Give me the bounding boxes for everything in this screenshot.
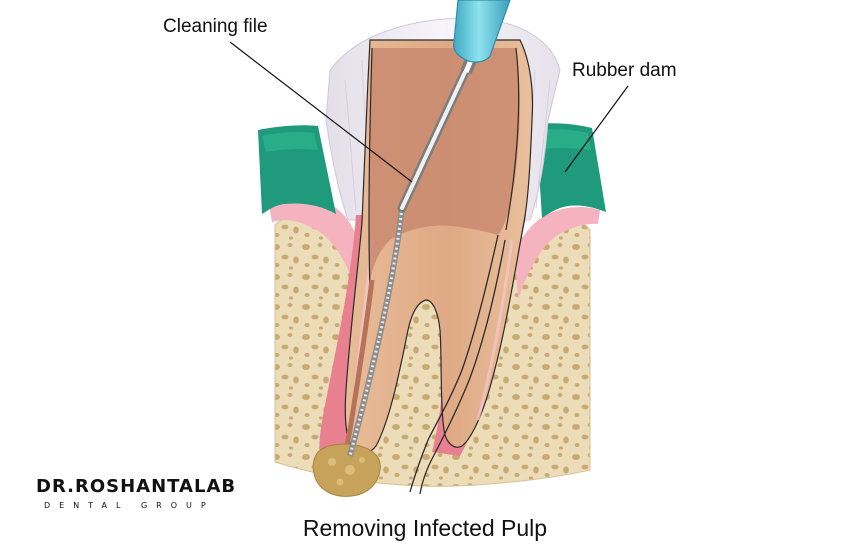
brand-logo: DR.ROSHANTALAB DENTAL GROUP: [36, 476, 237, 510]
diagram-caption: Removing Infected Pulp: [302, 515, 548, 541]
abscess-texture: [328, 457, 365, 486]
file-coil-texture: [348, 207, 404, 457]
distal-canal-b: [419, 239, 506, 495]
gum-tissue: [268, 196, 362, 300]
leader-line-rubber-dam: [564, 85, 629, 173]
distal-canal: [409, 234, 499, 493]
pulp-chamber-outline: [368, 47, 520, 291]
label-rubber-dam: Rubber dam: [572, 60, 677, 81]
rubber-dam-left-highlight: [262, 132, 318, 152]
logo-subtitle: DENTAL GROUP: [44, 501, 215, 510]
file-handle: [453, 0, 511, 63]
label-cleaning-file: Cleaning file: [163, 16, 268, 37]
file-shaft-shine: [400, 68, 468, 210]
leader-line-cleaning-file: [229, 41, 413, 183]
endodontic-file-icon: [347, 0, 511, 457]
gum-tissue-right: [515, 206, 600, 300]
rubber-dam-right-highlight: [540, 129, 591, 150]
logo-name: DR.ROSHANTALAB: [36, 476, 237, 497]
pulp-chamber: [368, 48, 520, 280]
